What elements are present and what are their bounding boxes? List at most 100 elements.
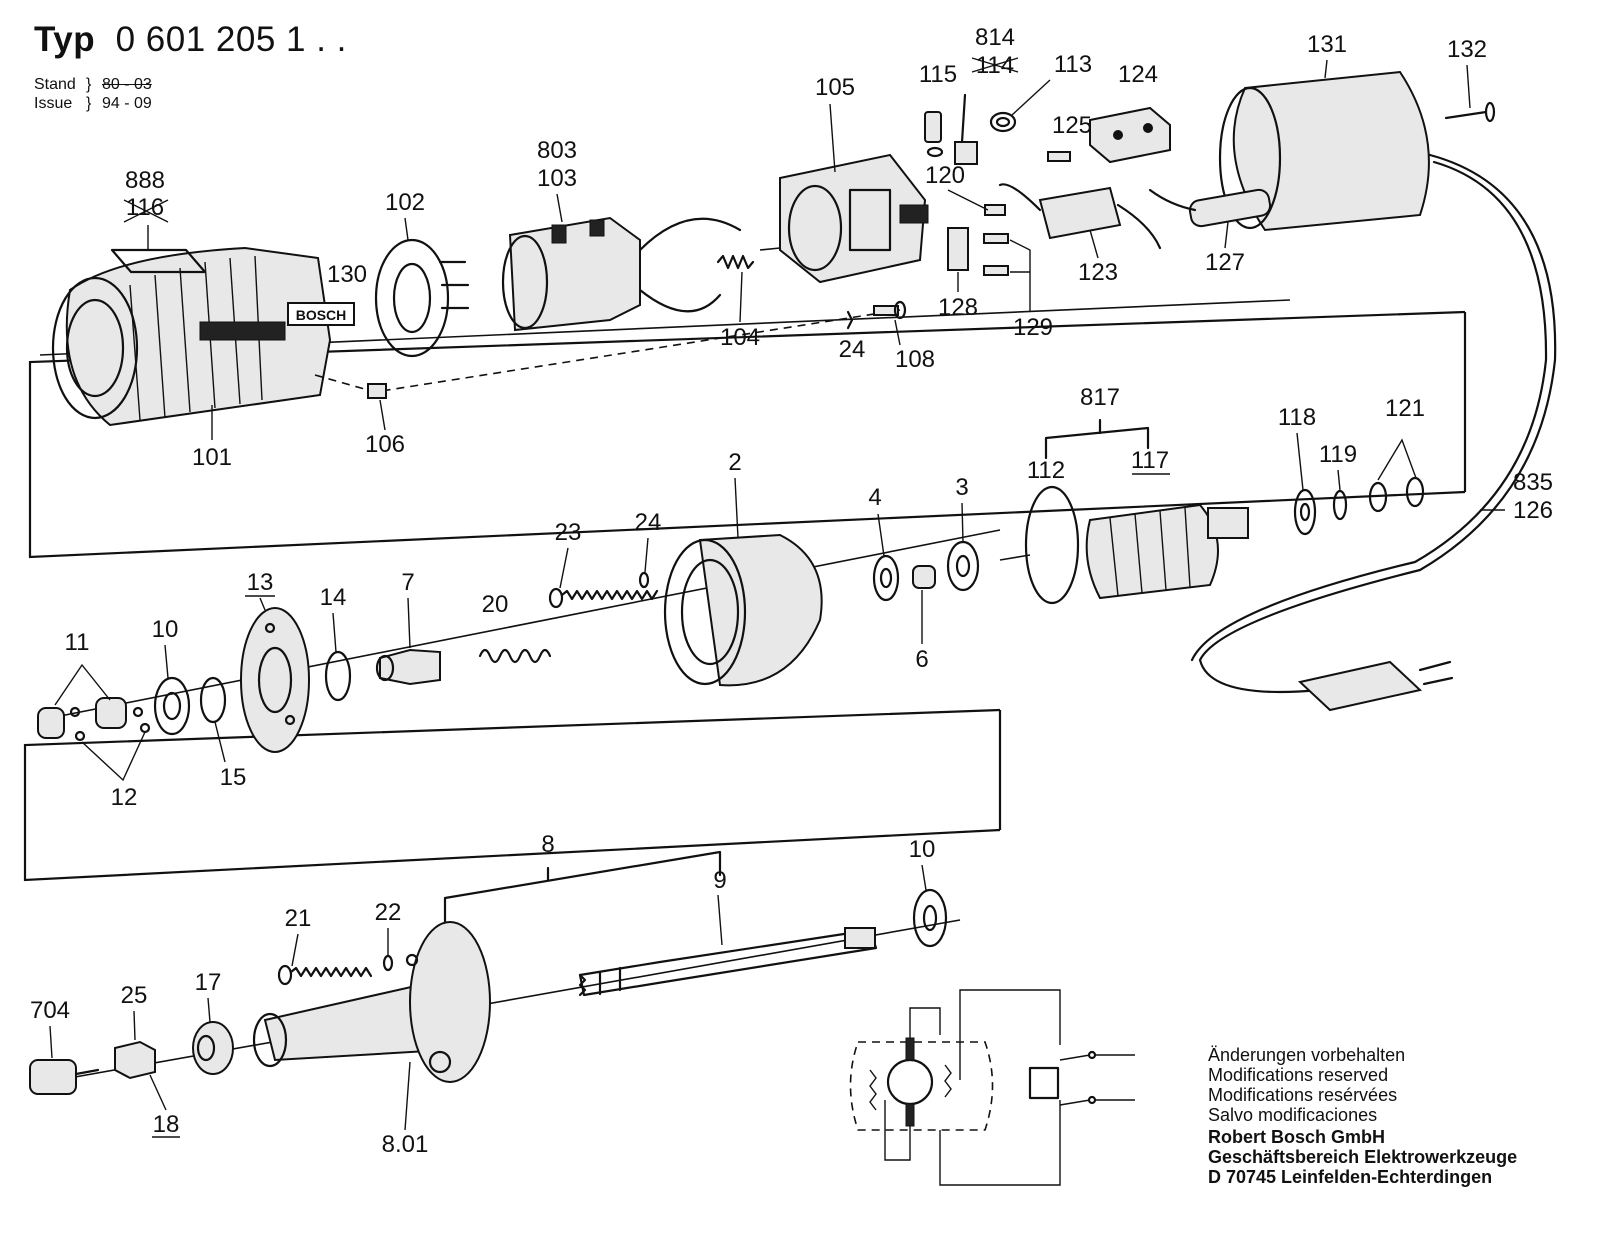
spring-113 [989, 111, 1017, 133]
type-number: Typ 0 601 205 1 . . [34, 20, 347, 60]
field-stator-103 [501, 216, 742, 332]
bracket-8 [443, 850, 722, 932]
type-label: Typ [34, 20, 96, 59]
callout-119: 119 [1319, 441, 1357, 468]
callout-18: 18 [153, 1111, 180, 1138]
bearing-3 [946, 540, 980, 592]
wiring-diagram [849, 989, 1135, 1186]
callout-11: 11 [65, 629, 90, 656]
brush-holder-105 [759, 153, 929, 284]
callout-104: 104 [720, 324, 760, 351]
capacitor-123 [998, 183, 1162, 250]
bearing-10a [153, 676, 191, 736]
callout-814: 814 [975, 24, 1015, 51]
bracket-817 [1044, 426, 1150, 460]
note-es: Salvo modificaciones [1208, 1105, 1378, 1125]
note-en: Modifications reserved [1208, 1065, 1389, 1085]
grinding-point-704 [29, 1059, 100, 1095]
callout-835: 835 [1513, 469, 1553, 496]
callout-118: 118 [1278, 404, 1316, 431]
washer-22 [382, 954, 394, 972]
screw-125 [1047, 151, 1071, 162]
modification-notes: Änderungen vorbehalten Modifications res… [1208, 1045, 1405, 1125]
washer-4 [872, 554, 900, 602]
screw-129a [983, 233, 1009, 244]
callout-103: 103 [537, 165, 577, 192]
callout-2: 2 [728, 449, 741, 476]
switch-parts-115 [924, 111, 944, 158]
label-plate-888 [110, 225, 207, 274]
flange-13 [240, 607, 310, 753]
issue-date: 94 - 09 [102, 95, 152, 112]
motor-housing [51, 246, 332, 427]
revision-block: Stand}80 - 03 Issue}94 - 09 [34, 76, 152, 112]
note-fr: Modifications resérvées [1208, 1085, 1398, 1105]
callout-704: 704 [30, 997, 70, 1024]
switch-124 [1089, 106, 1171, 164]
callout-102: 102 [385, 189, 425, 216]
spindle-head-801 [252, 921, 491, 1083]
callout-817: 817 [1080, 384, 1120, 411]
callout-803: 803 [537, 137, 577, 164]
ring-17 [192, 1021, 234, 1075]
clip-106 [367, 383, 387, 399]
collet-11 [37, 663, 127, 739]
circlip-14 [324, 650, 352, 702]
callout-7: 7 [401, 569, 414, 596]
brush-spring-104 [716, 254, 755, 270]
company-division: Geschäftsbereich Elektrowerkzeuge [1208, 1147, 1518, 1167]
callout-130: 130 [327, 261, 367, 288]
callout-21: 21 [285, 905, 312, 932]
issue-label: Issue [34, 95, 73, 112]
company-name: Robert Bosch GmbH [1208, 1127, 1386, 1147]
collet-nut-25 [114, 1040, 156, 1080]
coupling-7 [375, 648, 441, 686]
ring-121b [1405, 476, 1425, 508]
callout-22: 22 [375, 899, 402, 926]
note-de: Änderungen vorbehalten [1208, 1045, 1406, 1065]
callout-9: 9 [713, 867, 726, 894]
washer-24-top [846, 310, 854, 330]
callout-123: 123 [1078, 259, 1118, 286]
stand-date: 80 - 03 [102, 76, 152, 93]
screw-129b [983, 265, 1009, 276]
callout-120: 120 [925, 162, 965, 189]
spring-20 [478, 648, 552, 664]
callout-20: 20 [482, 591, 509, 618]
callout-125: 125 [1052, 112, 1092, 139]
callout-3: 3 [955, 474, 968, 501]
callout-129: 129 [1013, 314, 1053, 341]
callout-6: 6 [915, 646, 928, 673]
callout-106: 106 [365, 431, 405, 458]
gear-housing-2 [663, 533, 823, 687]
callout-115: 115 [919, 61, 957, 88]
callout-4: 4 [868, 484, 881, 511]
balls-12 [69, 706, 151, 782]
armature-117 [999, 485, 1249, 605]
sleeve-6 [912, 565, 936, 589]
bearing-10b [912, 888, 948, 948]
frame-upper [28, 310, 1466, 559]
name-plate: BOSCH [287, 302, 355, 326]
callout-8: 8 [541, 831, 554, 858]
screw-120 [984, 204, 1006, 216]
callout-113: 113 [1054, 51, 1092, 78]
washer-24-mid [638, 571, 650, 589]
callout-128: 128 [938, 294, 978, 321]
stand-label: Stand [34, 76, 76, 93]
ring-15 [199, 676, 227, 724]
ring-121a [1368, 481, 1388, 513]
svg-text:BOSCH: BOSCH [296, 307, 347, 323]
screw-108 [873, 300, 907, 320]
screw-21 [277, 964, 373, 986]
callout-10-mid: 10 [152, 616, 179, 643]
callout-25: 25 [121, 982, 148, 1009]
terminal-128 [947, 227, 969, 271]
callout-105: 105 [815, 74, 855, 101]
callout-127: 127 [1205, 249, 1245, 276]
callout-12: 12 [111, 784, 138, 811]
callout-17: 17 [195, 969, 222, 996]
callout-10-bottom: 10 [909, 836, 936, 863]
plug-126 [1297, 660, 1454, 712]
